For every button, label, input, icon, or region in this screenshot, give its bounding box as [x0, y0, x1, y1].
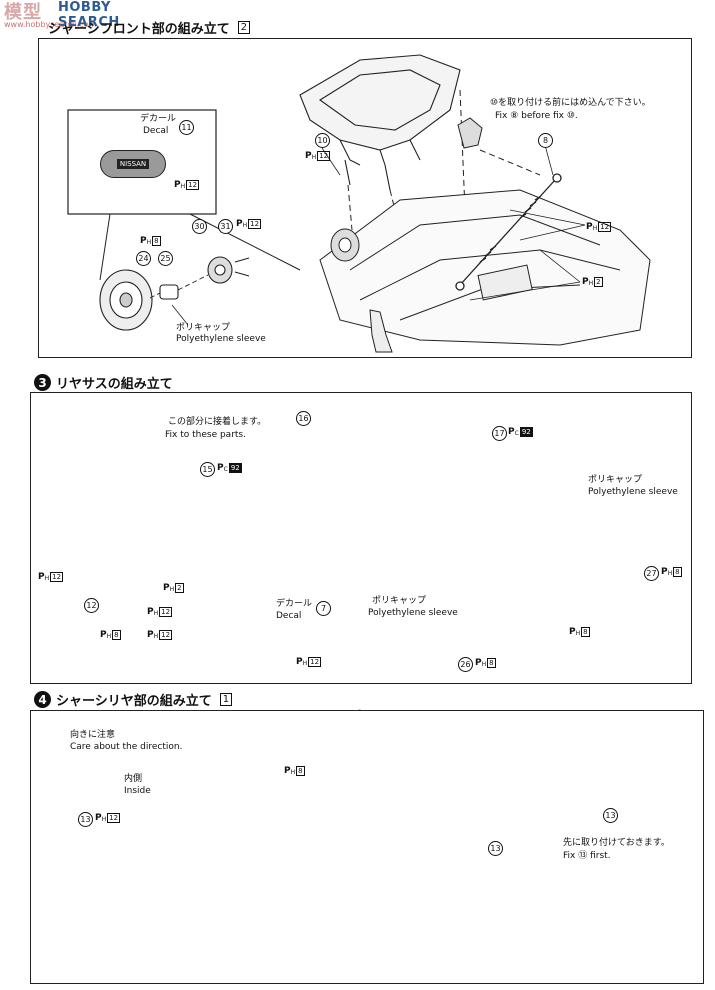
watermark-logo: 模型	[4, 2, 42, 23]
step2-title: シャーシフロント部の組み立て	[48, 22, 230, 37]
step2-box-number: 2	[237, 21, 251, 34]
part-8-number: 8	[538, 133, 553, 148]
part-13-number: 13	[488, 841, 503, 856]
nissan-decal: NISSAN	[100, 150, 166, 178]
step2-note-jp: ⑩を取り付ける前にはめ込んで下さい。	[490, 98, 651, 108]
front-subframe-drawing	[299, 54, 461, 191]
part-15-number: 15	[200, 462, 215, 477]
step4-first-en: Fix ⑬ first.	[563, 851, 611, 861]
part-10-number: 10	[315, 133, 330, 148]
step4-inside-en: Inside	[124, 786, 151, 796]
part-13-number: 13	[78, 812, 93, 827]
step4-title: シャーシリヤ部の組み立て	[56, 694, 212, 709]
part-11-number: 11	[179, 120, 194, 135]
part-12-number: 12	[84, 598, 99, 613]
step4-box-number: 1	[219, 693, 233, 706]
part-26-number: 26	[458, 657, 473, 672]
tie-rod-drawing	[455, 173, 562, 291]
step3-panel	[30, 392, 692, 684]
step2-note-en: Fix ⑧ before fix ⑩.	[495, 111, 578, 121]
step3-sleeve1-en: Polyethylene sleeve	[588, 487, 678, 497]
watermark: 模型 www.hobbysearch.com HOBBY SEARCH	[0, 0, 160, 32]
step2-decal-jp: デカール	[140, 114, 177, 124]
part-27-number: 27	[644, 566, 659, 581]
step3-fix-jp: この部分に接着します。	[168, 417, 267, 427]
part-24-number: 24	[136, 251, 151, 266]
step2-decal-en: Decal	[143, 126, 169, 136]
step4-care-jp: 向きに注意	[70, 730, 116, 740]
bracket-drawing	[457, 117, 483, 149]
step4-panel	[30, 710, 704, 984]
step4-inside-jp: 内側	[124, 774, 143, 784]
knuckle-drawing	[369, 309, 393, 353]
watermark-url: www.hobbysearch.com	[4, 20, 97, 29]
step3-sleeve2-jp: ポリキャップ	[372, 596, 427, 606]
part-30-number: 30	[192, 219, 207, 234]
watermark-title: HOBBY SEARCH	[58, 0, 120, 30]
front-chassis-drawing	[319, 189, 651, 346]
step3-decal-en: Decal	[276, 611, 302, 621]
step2-sleeve-jp: ポリキャップ	[176, 323, 231, 333]
step3-title: リヤサスの組み立て	[56, 377, 173, 392]
step3-fix-en: Fix to these parts.	[165, 430, 246, 440]
step4-number: 4	[34, 691, 51, 708]
part-13-number: 13	[603, 808, 618, 823]
step3-decal-jp: デカール	[276, 599, 313, 609]
step4-heading: 4 シャーシリヤ部の組み立て 1	[34, 690, 233, 709]
step3-sleeve1-jp: ポリキャップ	[588, 475, 643, 485]
step4-care-en: Care about the direction.	[70, 742, 183, 752]
step4-first-jp: 先に取り付けておきます。	[563, 838, 670, 848]
part-31-number: 31	[218, 219, 233, 234]
part-25-number: 25	[158, 251, 173, 266]
step3-heading: 3 リヤサスの組み立て	[34, 373, 173, 392]
step3-number: 3	[34, 374, 51, 391]
part-16-number: 16	[296, 411, 311, 426]
nissan-decal-text: NISSAN	[116, 159, 150, 169]
step2-sleeve-en: Polyethylene sleeve	[176, 334, 266, 344]
step2-heading: シャーシフロント部の組み立て 2	[48, 18, 251, 37]
part-7-number: 7	[316, 601, 331, 616]
part-17-number: 17	[492, 426, 507, 441]
front-brake-disc-drawing	[99, 256, 250, 331]
step3-sleeve2-en: Polyethylene sleeve	[368, 608, 458, 618]
